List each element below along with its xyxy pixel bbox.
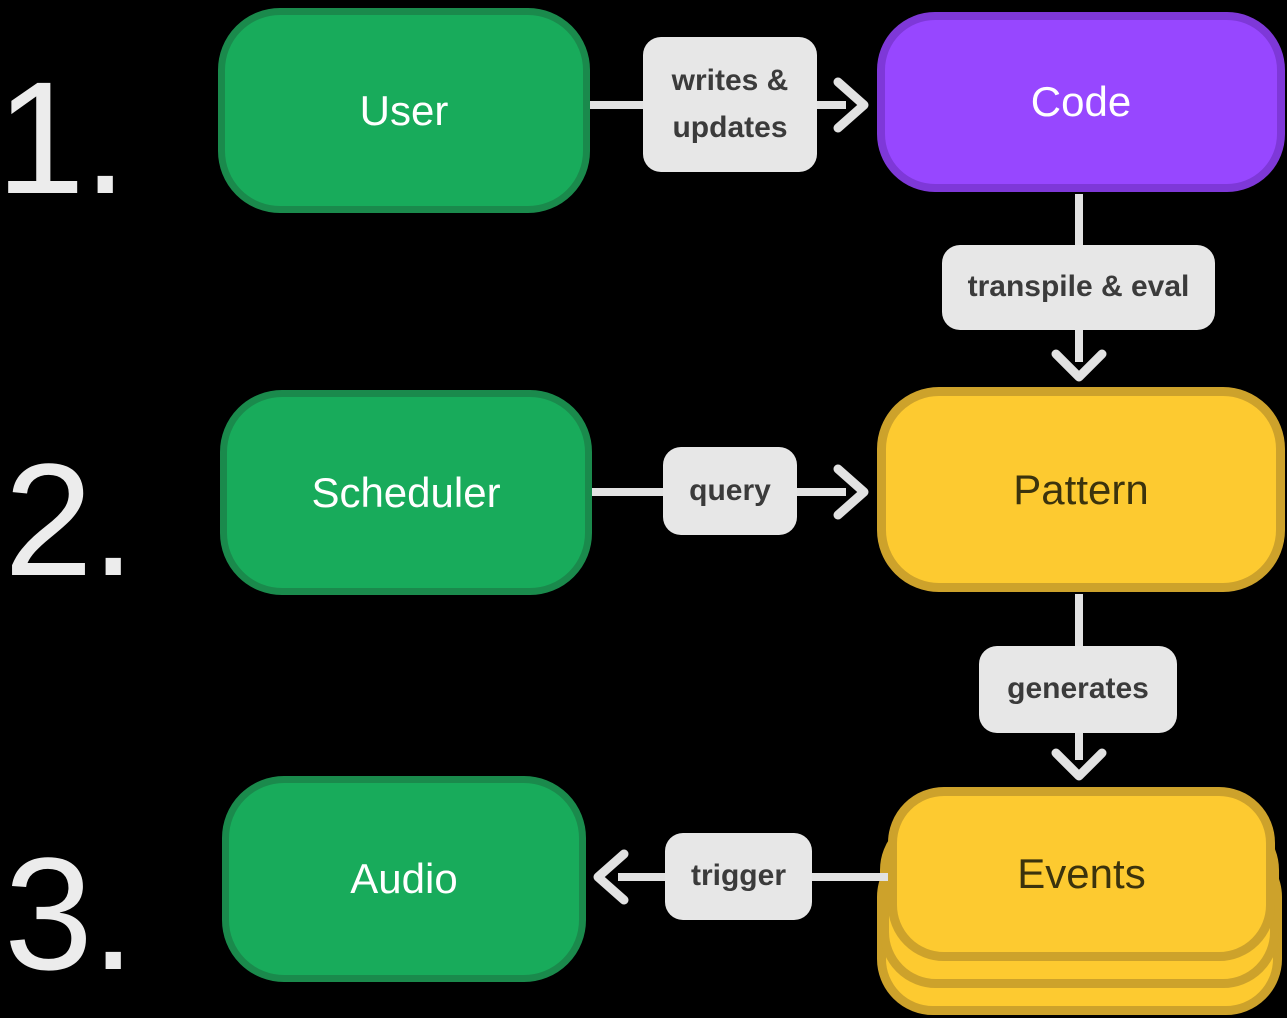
edge-label-generates: generates [979, 646, 1177, 733]
node-scheduler: Scheduler [220, 390, 592, 595]
step-number-2: 2. [4, 430, 135, 609]
node-events-label: Events [1017, 850, 1146, 897]
edge-label-query-text: query [689, 473, 771, 507]
node-user: User [218, 8, 590, 213]
edge-label-generates-text: generates [1007, 672, 1149, 706]
node-events-stack: Events [877, 787, 1282, 1018]
edge-pattern-events-arrowhead [1051, 748, 1107, 781]
node-audio: Audio [222, 776, 586, 982]
edge-label-transpile-eval-text: transpile & eval [967, 270, 1190, 304]
edge-label-writes-updates-line1: writes & [671, 64, 789, 97]
edge-scheduler-pattern-arrowhead [833, 464, 869, 520]
step-number-3: 3. [4, 824, 135, 1003]
edge-label-trigger: trigger [665, 833, 812, 920]
edge-events-audio-arrowhead [593, 849, 629, 905]
node-pattern-label: Pattern [1013, 465, 1149, 513]
node-code-label: Code [1030, 78, 1132, 125]
edge-label-writes-updates-line2: updates [672, 110, 788, 144]
edge-label-trigger-text: trigger [690, 859, 786, 893]
edge-label-query: query [663, 447, 797, 535]
edge-label-writes-updates: writes & updates [643, 37, 817, 172]
node-code: Code [877, 12, 1285, 192]
edge-label-transpile-eval: transpile & eval [942, 245, 1215, 330]
node-events: Events [888, 787, 1275, 961]
node-user-label: User [359, 86, 449, 134]
node-pattern: Pattern [877, 387, 1285, 592]
node-scheduler-label: Scheduler [311, 468, 501, 516]
edge-user-code-arrowhead [833, 77, 869, 133]
node-audio-label: Audio [350, 855, 458, 902]
step-number-1: 1. [0, 48, 127, 227]
edge-code-pattern-arrowhead [1051, 349, 1107, 382]
